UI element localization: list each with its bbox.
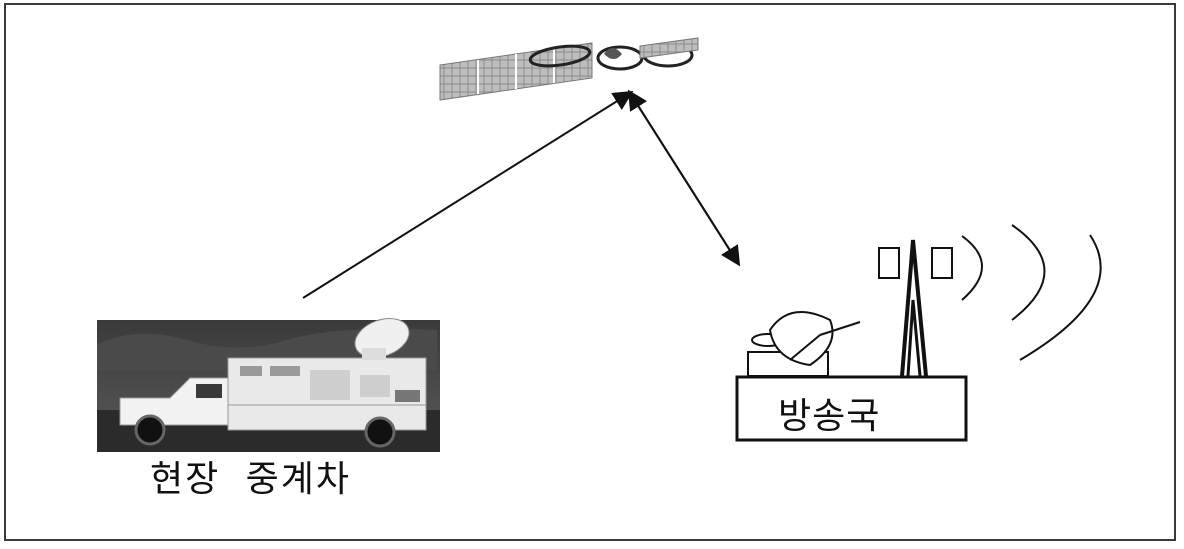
uplink-arrow bbox=[302, 90, 634, 299]
broadcast-station-label: 방송국 bbox=[778, 396, 881, 437]
satellite-dish-icon bbox=[747, 311, 861, 377]
station-building bbox=[735, 375, 968, 442]
transmission-tower-icon bbox=[878, 239, 953, 377]
satellite-icon bbox=[439, 37, 699, 101]
broadcast-station bbox=[735, 224, 1102, 442]
field-van-label: 현장 중계차 bbox=[150, 459, 352, 500]
broadcast-van-photo bbox=[97, 318, 440, 452]
radio-waves-icon bbox=[961, 224, 1102, 361]
